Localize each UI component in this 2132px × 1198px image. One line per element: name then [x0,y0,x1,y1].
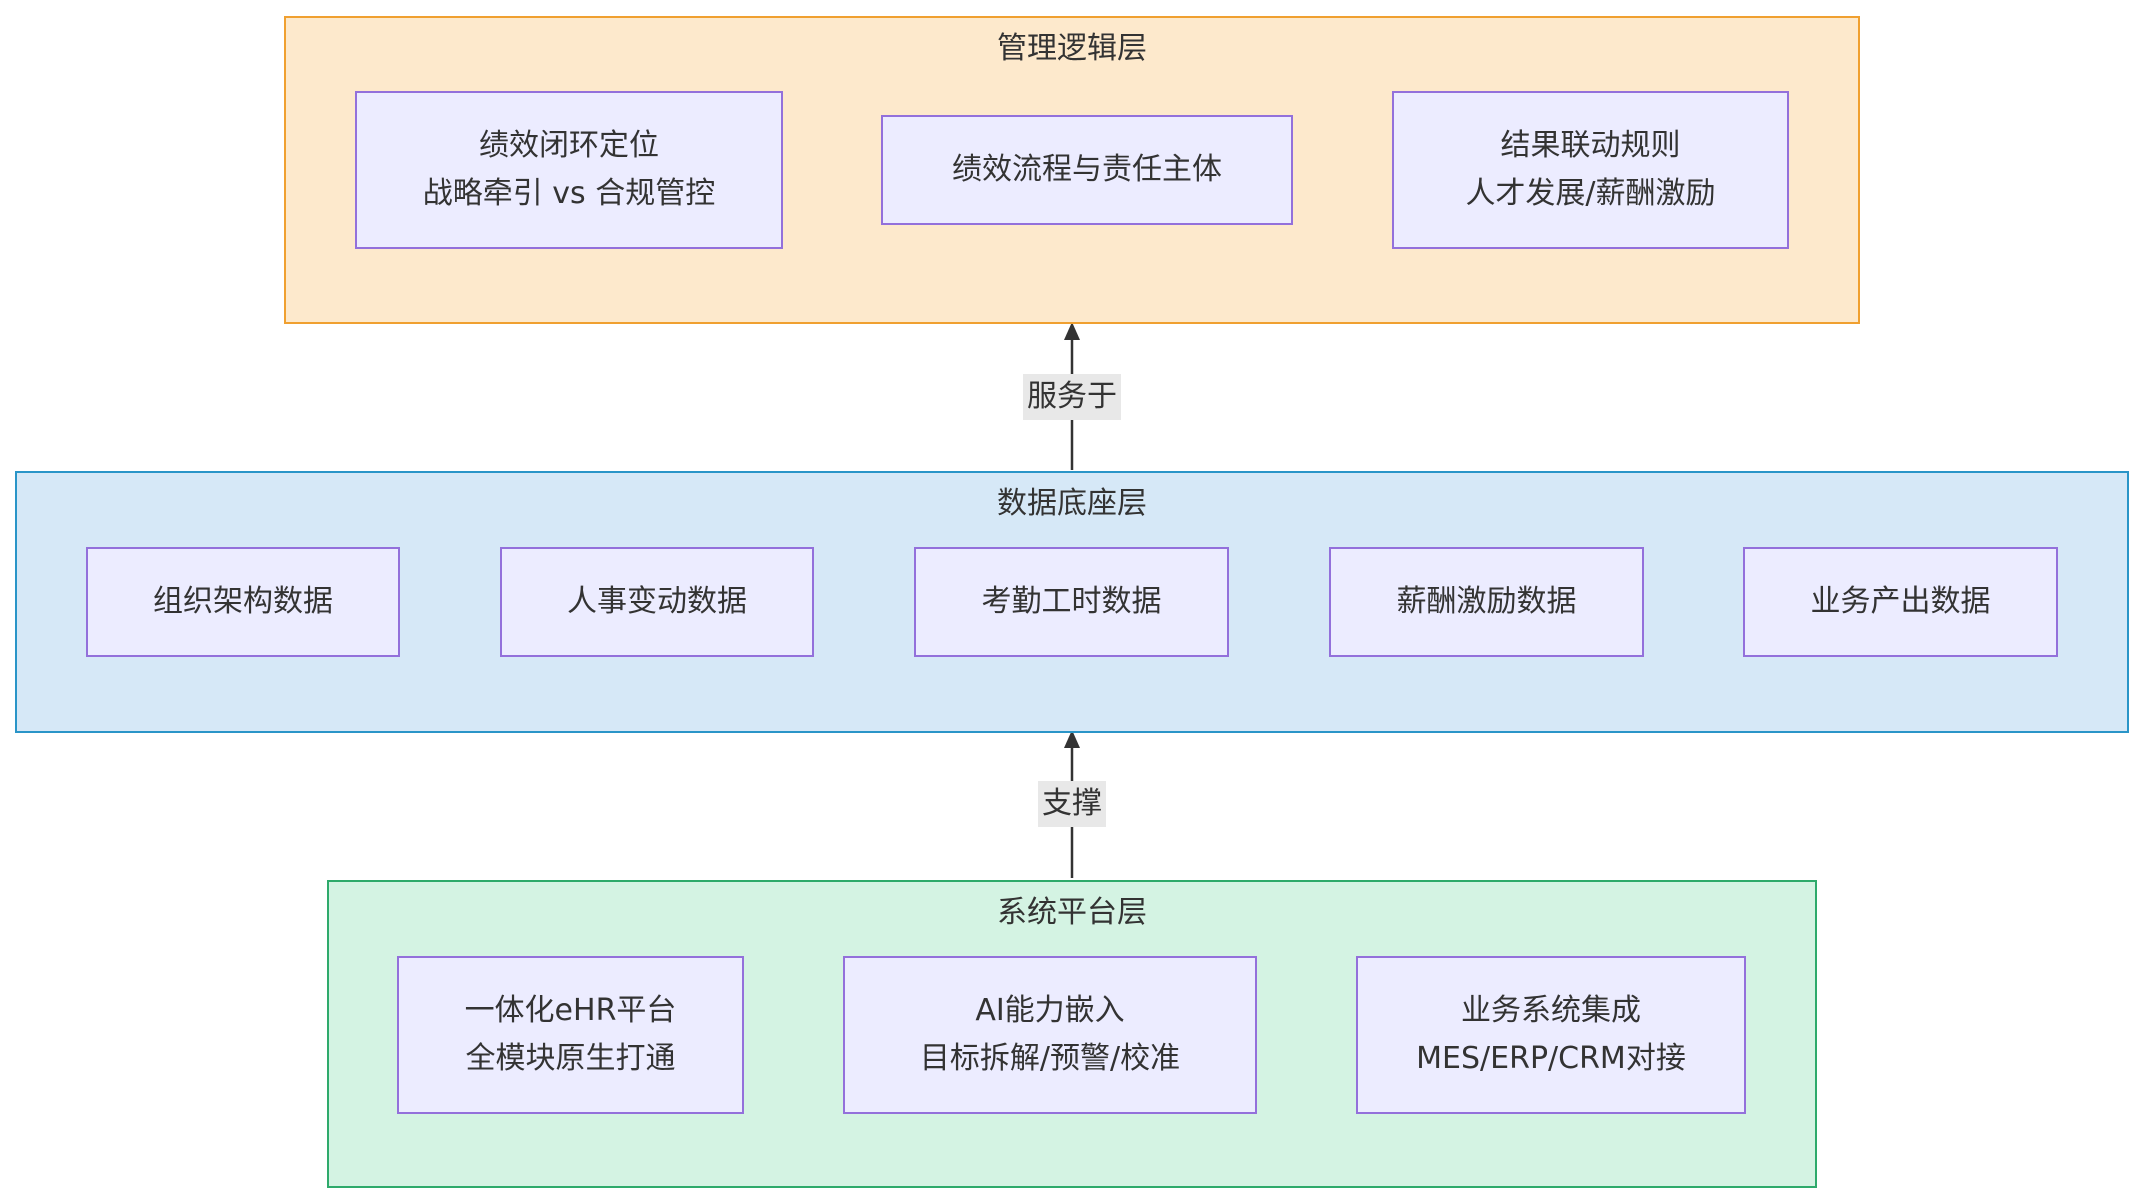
node-business-integration: 业务系统集成 MES/ERP/CRM对接 [1356,956,1746,1114]
node-line: 绩效闭环定位 [479,128,659,163]
layer-title-data: 数据底座层 [997,486,1147,521]
edge-label-supports: 支撑 [1038,781,1106,827]
edge-label-serves: 服务于 [1023,374,1121,420]
node-personnel-data: 人事变动数据 [500,547,814,657]
node-line: 人才发展/薪酬激励 [1465,176,1716,211]
node-business-output-data: 业务产出数据 [1743,547,2058,657]
node-line: 目标拆解/预警/校准 [919,1041,1181,1076]
node-ai-capability: AI能力嵌入 目标拆解/预警/校准 [843,956,1257,1114]
node-line: 战略牵引 vs 合规管控 [422,176,716,211]
node-performance-positioning: 绩效闭环定位 战略牵引 vs 合规管控 [355,91,783,249]
node-org-data: 组织架构数据 [86,547,400,657]
node-line: MES/ERP/CRM对接 [1416,1041,1686,1076]
node-line: 绩效流程与责任主体 [952,152,1222,187]
layer-title-system: 系统平台层 [997,895,1147,930]
layer-title-management: 管理逻辑层 [997,31,1147,66]
node-ehr-platform: 一体化eHR平台 全模块原生打通 [397,956,744,1114]
node-attendance-data: 考勤工时数据 [914,547,1229,657]
node-line: 全模块原生打通 [465,1041,676,1076]
node-line: 业务系统集成 [1461,993,1641,1028]
node-line: 结果联动规则 [1500,128,1681,163]
arrowhead-data-icon [1064,730,1080,748]
node-line: 一体化eHR平台 [464,993,677,1028]
arrowhead-management-icon [1064,322,1080,340]
node-line: AI能力嵌入 [975,993,1125,1028]
node-result-linkage: 结果联动规则 人才发展/薪酬激励 [1392,91,1789,249]
node-compensation-data: 薪酬激励数据 [1329,547,1644,657]
node-performance-process: 绩效流程与责任主体 [881,115,1293,225]
